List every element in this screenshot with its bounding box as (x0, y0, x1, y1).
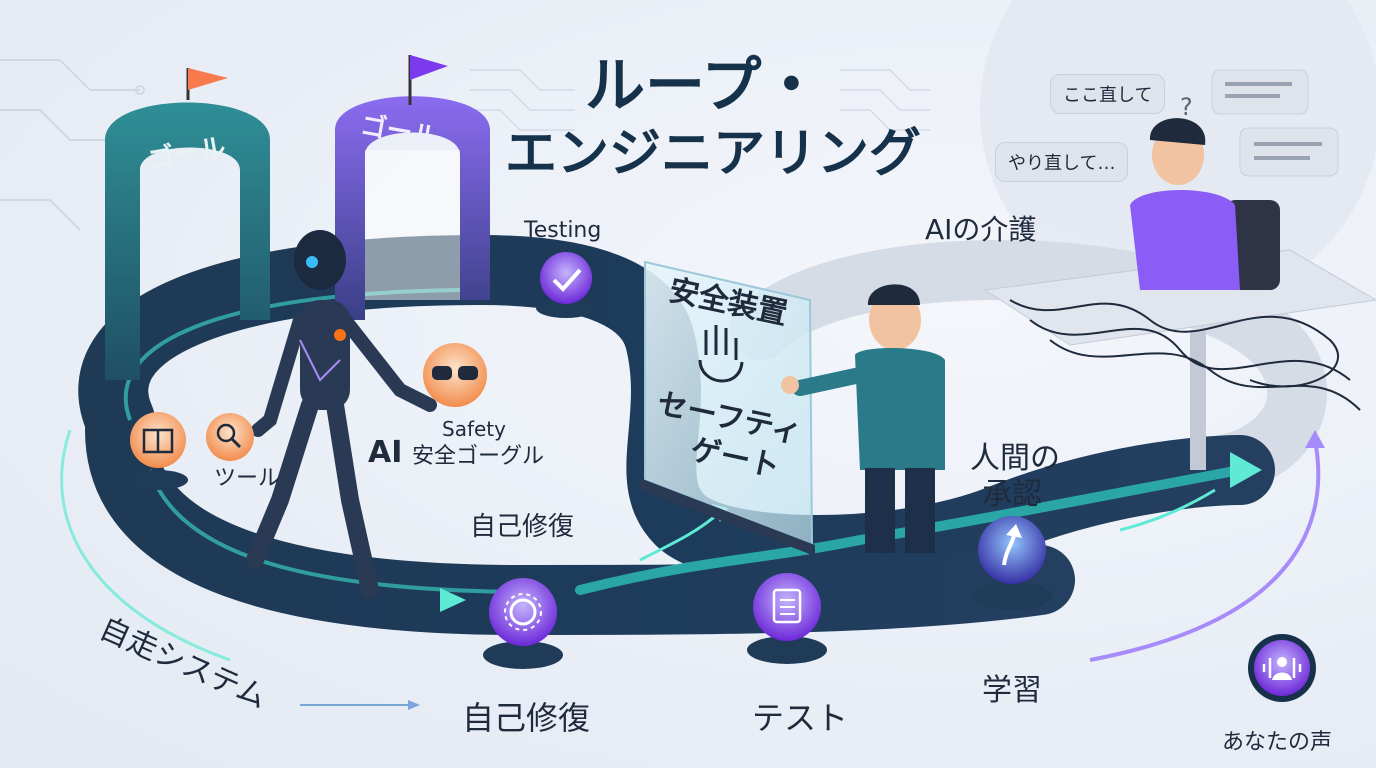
arrow-up-icon (1002, 534, 1016, 566)
human-approval-label-1: 人間の (970, 441, 1060, 476)
self-repair-lower-label: 自己修復 (462, 699, 591, 737)
self-repair-upper-label: 自己修復 (470, 512, 575, 542)
gear-orb (483, 578, 563, 669)
goal-arch-2 (335, 55, 490, 320)
test-label: テスト (752, 699, 849, 737)
gear-icon (509, 598, 537, 626)
human-approval-label-2: 承認 (982, 477, 1042, 512)
testing-orb (536, 252, 596, 318)
stressed-person-desk (983, 118, 1376, 470)
bubble-redo: やり直して… (995, 142, 1129, 182)
clipboard-icon (772, 588, 802, 624)
safety-label: Safety (442, 417, 506, 441)
chat-bubble-decor (1211, 69, 1339, 177)
safety-goggles-label: 安全ゴーグル (412, 444, 545, 469)
goggles-icon (432, 366, 452, 380)
title-line1: ループ・ (585, 51, 822, 121)
voice-icon (1262, 658, 1302, 678)
human-person (781, 284, 945, 553)
book-icon (142, 428, 174, 454)
testing-label: Testing (524, 218, 602, 243)
approval-orb (972, 516, 1052, 610)
tool-label: ツール (214, 466, 281, 491)
goal-arch-1 (105, 68, 270, 380)
title-line2: エンジニアリング (505, 124, 922, 184)
search-icon (216, 423, 236, 443)
ai-label: AI (368, 435, 403, 470)
voice-orb (1248, 634, 1316, 702)
goggles-orb (423, 343, 487, 407)
safety-gate-panel (640, 260, 815, 556)
question-mark: ? (1180, 93, 1193, 121)
clipboard-orb (747, 573, 827, 664)
bubble-fix-here: ここ直して (1050, 74, 1166, 114)
ai-care-label: AIの介護 (925, 213, 1037, 246)
your-voice-label: あなたの声 (1222, 730, 1333, 755)
search-orb (206, 413, 254, 461)
learning-label: 学習 (982, 673, 1042, 708)
hand-icon (698, 325, 744, 383)
book-orb (128, 412, 188, 490)
ai-robot (246, 230, 437, 599)
check-icon (552, 268, 582, 292)
